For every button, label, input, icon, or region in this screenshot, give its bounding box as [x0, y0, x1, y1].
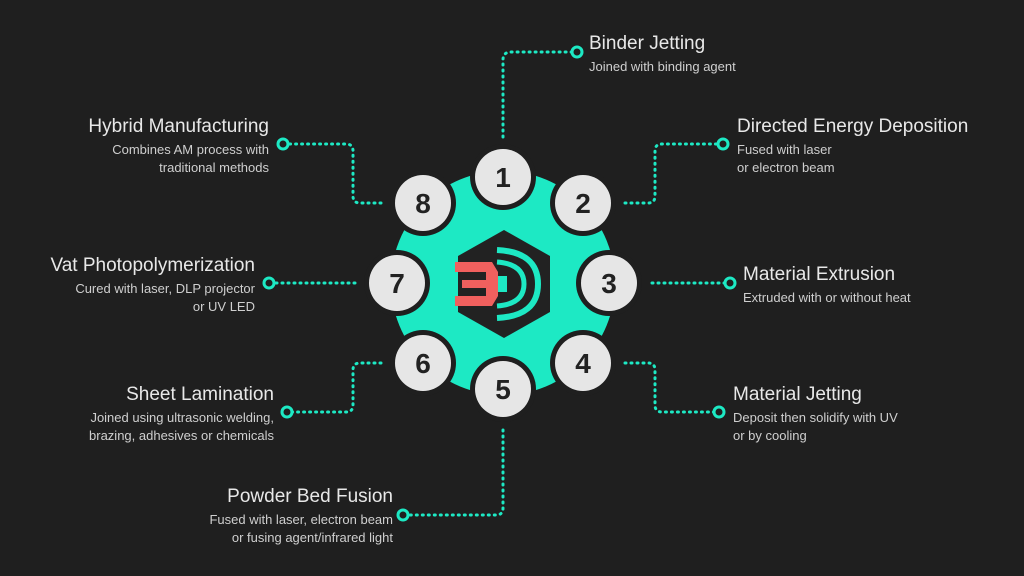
- node-circle: [395, 175, 451, 231]
- process-title: Sheet Lamination: [126, 384, 274, 405]
- process-description: Combines AM process with traditional met…: [112, 142, 269, 175]
- connector-end-dot: [262, 276, 276, 290]
- node-number: 2: [575, 188, 591, 219]
- label-directed-energy-deposition: Directed Energy Deposition Fused with la…: [737, 116, 968, 177]
- process-description: Joined using ultrasonic welding, brazing…: [89, 410, 274, 443]
- connector-end-dot: [570, 45, 584, 59]
- process-node-7: 7: [364, 250, 430, 316]
- process-title: Hybrid Manufacturing: [88, 116, 269, 137]
- connector-5: [396, 428, 505, 522]
- label-binder-jetting: Binder Jetting Joined with binding agent: [589, 33, 736, 76]
- logo-arc-inner: [496, 259, 527, 309]
- process-node-6: 6: [390, 330, 456, 396]
- connector-8: [276, 137, 383, 205]
- process-nodes: 1 2 3 4 5 6 7 8: [364, 144, 642, 422]
- node-number: 8: [415, 188, 431, 219]
- logo-arc-outer: [496, 247, 542, 321]
- process-title: Material Jetting: [733, 384, 862, 405]
- process-description: Joined with binding agent: [589, 59, 736, 74]
- node-number: 4: [575, 348, 591, 379]
- node-number: 5: [495, 374, 511, 405]
- connector-6: [280, 361, 383, 419]
- connector-3: [650, 276, 737, 290]
- process-title: Powder Bed Fusion: [227, 486, 393, 507]
- process-title: Vat Photopolymerization: [50, 255, 255, 276]
- dotted-connector-line: [501, 50, 576, 139]
- process-node-2: 2: [550, 170, 616, 236]
- process-title: Material Extrusion: [743, 264, 896, 285]
- process-description: Deposit then solidify with UV or by cool…: [733, 410, 898, 443]
- connector-4: [623, 361, 726, 419]
- node-circle: [475, 361, 531, 417]
- label-sheet-lamination: Sheet Lamination Joined using ultrasonic…: [89, 384, 274, 445]
- label-material-extrusion: Material Extrusion Extruded with or with…: [743, 264, 911, 307]
- node-circle: [369, 255, 425, 311]
- process-node-3: 3: [576, 250, 642, 316]
- process-node-1: 1: [470, 144, 536, 210]
- connector-end-dot: [276, 137, 290, 151]
- connector-end-dot: [716, 137, 730, 151]
- process-description: Cured with laser, DLP projector or UV LE…: [75, 281, 255, 314]
- connector-1: [501, 45, 584, 139]
- node-number: 6: [415, 348, 431, 379]
- dotted-connector-line: [623, 142, 722, 205]
- process-title: Directed Energy Deposition: [737, 116, 969, 137]
- connector-2: [623, 137, 730, 205]
- label-vat-photopolymerization: Vat Photopolymerization Cured with laser…: [50, 255, 255, 316]
- dotted-connector-line: [404, 428, 505, 517]
- dotted-connector-line: [284, 142, 383, 205]
- connector-7: [262, 276, 357, 290]
- dotted-connector-line: [288, 361, 383, 414]
- node-number: 3: [601, 268, 617, 299]
- 3d-printing-logo-icon: [455, 230, 550, 338]
- node-number: 7: [389, 268, 405, 299]
- label-hybrid-manufacturing: Hybrid Manufacturing Combines AM process…: [88, 116, 269, 177]
- process-description: Extruded with or without heat: [743, 290, 911, 305]
- node-circle: [475, 149, 531, 205]
- process-node-5: 5: [470, 356, 536, 422]
- node-circle: [555, 335, 611, 391]
- process-description: Fused with laser or electron beam: [737, 142, 835, 175]
- connector-end-dot: [280, 405, 294, 419]
- node-number: 1: [495, 162, 511, 193]
- label-material-jetting: Material Jetting Deposit then solidify w…: [733, 384, 898, 445]
- label-powder-bed-fusion: Powder Bed Fusion Fused with laser, elec…: [209, 486, 393, 547]
- dotted-connector-line: [623, 361, 718, 414]
- process-title: Binder Jetting: [589, 33, 706, 54]
- node-circle: [581, 255, 637, 311]
- connector-end-dot: [396, 508, 410, 522]
- process-node-4: 4: [550, 330, 616, 396]
- node-circle: [555, 175, 611, 231]
- connector-end-dot: [723, 276, 737, 290]
- logo-number-three: [455, 262, 498, 306]
- connectors: [262, 45, 737, 522]
- process-description: Fused with laser, electron beam or fusin…: [209, 512, 393, 545]
- node-circle: [395, 335, 451, 391]
- process-node-8: 8: [390, 170, 456, 236]
- connector-end-dot: [712, 405, 726, 419]
- logo-core: [497, 276, 507, 292]
